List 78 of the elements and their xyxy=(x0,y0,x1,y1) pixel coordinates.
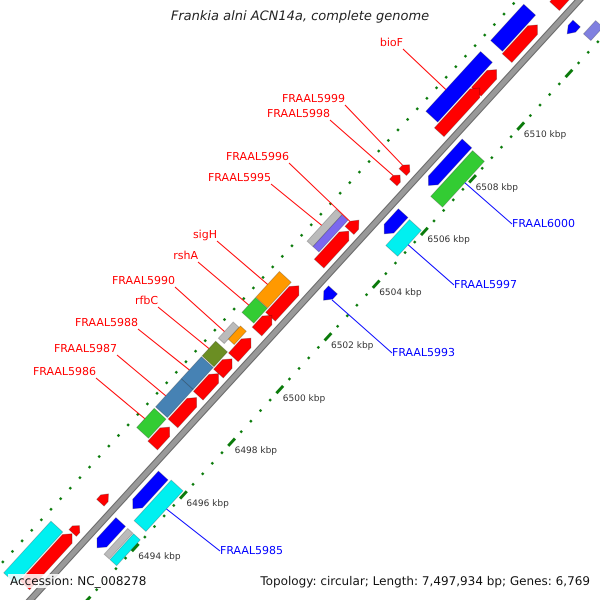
gene-bar xyxy=(566,20,581,34)
gene-label: FRAAL5990 xyxy=(112,274,175,287)
gene-bar xyxy=(202,340,228,368)
gene-bar xyxy=(241,297,268,324)
gene-bar xyxy=(323,285,338,301)
gene-label: rshA xyxy=(173,249,198,262)
gene-bar xyxy=(470,69,498,97)
leader-line xyxy=(270,184,322,226)
gene-label: FRAAL5999 xyxy=(282,92,345,105)
gene-bar xyxy=(96,493,109,507)
gene-bar xyxy=(132,470,169,510)
leader-line xyxy=(96,378,146,420)
gene-bar xyxy=(228,338,252,362)
scale-label: 6496 kbp xyxy=(186,498,229,509)
leader-line xyxy=(198,262,250,306)
scale-label: 6508 kbp xyxy=(476,182,518,193)
gene-bar xyxy=(68,525,80,537)
gene-bar xyxy=(252,314,272,336)
scale-label: 6498 kbp xyxy=(234,446,277,456)
gene-bar xyxy=(312,214,348,253)
gene-label: FRAAL5995 xyxy=(208,171,271,184)
gene-bar xyxy=(96,517,126,548)
gene-bar xyxy=(425,50,493,123)
leader-line xyxy=(332,299,392,354)
gene-bar xyxy=(180,356,214,390)
gene-bar xyxy=(134,480,184,532)
leader-line xyxy=(288,162,350,222)
gene-bar xyxy=(147,426,170,450)
gene-bar xyxy=(104,528,134,560)
leader-line xyxy=(174,286,225,332)
gene-label: FRAAL6000 xyxy=(512,217,576,230)
gene-bar xyxy=(502,24,538,64)
gene-label: FRAAL5996 xyxy=(226,150,289,163)
leader-line xyxy=(408,244,454,286)
gene-label: FRAAL5986 xyxy=(32,365,96,378)
gene-bar xyxy=(434,88,480,138)
leader-line xyxy=(464,182,512,224)
gene-bar xyxy=(218,321,240,344)
gene-bar xyxy=(490,4,536,52)
gene-bar xyxy=(582,20,600,42)
leader-line xyxy=(402,48,446,90)
gene-bar xyxy=(306,208,343,248)
scale-label: 6510 kbp xyxy=(524,130,566,140)
title: Frankia alni ACN14a, complete genome xyxy=(170,9,430,24)
gene-bar xyxy=(155,378,194,418)
gene-label: FRAAL5998 xyxy=(266,107,330,120)
gene-label: sigH xyxy=(192,228,217,241)
gene-bar xyxy=(168,397,198,428)
gene-bar xyxy=(314,230,350,269)
scale-label: 6494 kbp xyxy=(138,552,181,562)
gene-label: FRAAL5987 xyxy=(54,342,117,355)
leader-line xyxy=(166,508,220,552)
scale-label: 6502 kbp xyxy=(330,340,374,351)
gene-bar xyxy=(384,208,409,234)
gene-bar xyxy=(428,138,472,186)
gene-label: bioF xyxy=(380,36,403,49)
scale-label: 6500 kbp xyxy=(282,394,326,404)
gene-label: rfbC xyxy=(134,294,158,307)
gene-label: FRAAL5997 xyxy=(454,278,518,291)
gene-label: FRAAL5993 xyxy=(392,346,456,359)
scale-label: 6504 kbp xyxy=(379,288,422,298)
accession-text: Accession: NC_008278 xyxy=(8,574,148,588)
leader-line xyxy=(138,328,190,370)
gene-bar xyxy=(136,408,167,439)
gene-label: FRAAL5988 xyxy=(74,316,138,329)
scale-label: 6506 kbp xyxy=(427,235,470,246)
leader-line xyxy=(216,240,268,285)
leader-line xyxy=(344,104,403,166)
gene-bar xyxy=(255,270,292,309)
genome-info-text: Topology: circular; Length: 7,497,934 bp; Genes: 6,769 xyxy=(258,574,592,588)
gene-bar xyxy=(265,285,300,322)
leader-line xyxy=(330,120,394,176)
gene-label: FRAAL5985 xyxy=(220,544,284,557)
gene-bar xyxy=(398,164,410,176)
gene-bar xyxy=(389,174,401,186)
gene-bar xyxy=(228,325,247,346)
gene-bar xyxy=(385,219,422,257)
leader-line xyxy=(116,354,166,396)
